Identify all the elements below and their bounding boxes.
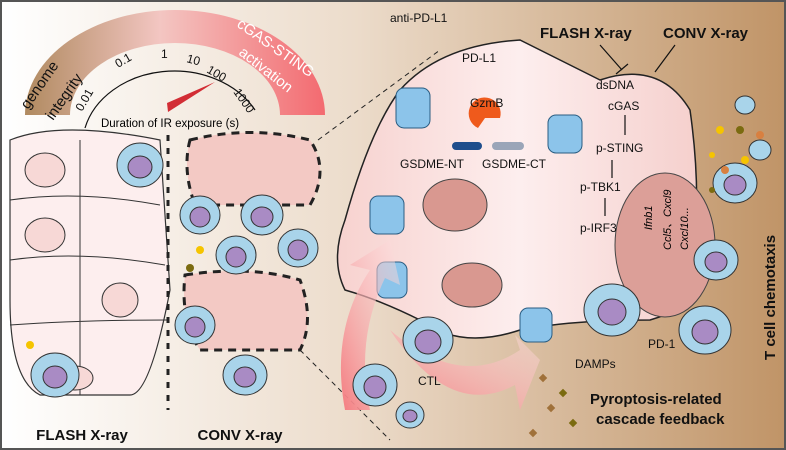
nucleus — [422, 178, 488, 232]
anti-pdl1-label: anti-PD-L1 — [390, 11, 448, 25]
gene-ccl5-cxcl9: Ccl5、Cxcl9 — [662, 189, 674, 250]
gsdme-nt-label: GSDME-NT — [400, 157, 465, 171]
gauge-tick: 1 — [161, 47, 168, 61]
feedback-arrow-icon — [390, 330, 540, 410]
feedback-label-1: Pyroptosis-related — [590, 391, 722, 408]
pathway-step-psting: p-STING — [596, 141, 643, 155]
pathway-step-cgas: cGAS — [608, 99, 639, 113]
gsdme-nt-icon — [452, 142, 482, 150]
damps-label: DAMPs — [575, 357, 616, 371]
damps-particles — [26, 126, 764, 438]
nucleus — [101, 282, 139, 318]
nucleus — [24, 152, 66, 188]
pathway-step-ptbk1: p-TBK1 — [580, 180, 621, 194]
feedback-label-2: cascade feedback — [596, 411, 725, 428]
feedback-arrow-icon — [340, 240, 400, 410]
pathway-step-pirf3: p-IRF3 — [580, 221, 617, 235]
conv-xray-label: CONV X-ray — [197, 427, 283, 444]
conv-tissue — [174, 131, 322, 396]
gene-cxcl10: Cxcl10... — [679, 207, 691, 250]
pathway-arrows — [599, 44, 676, 216]
nucleus — [24, 217, 66, 253]
pathway-step-dsdna: dsDNA — [596, 78, 634, 92]
gauge-arc — [25, 10, 325, 115]
gauge-axis-title: Duration of IR exposure (s) — [101, 118, 239, 130]
gene-ifnb1: Ifnb1 — [643, 206, 655, 230]
nucleus — [441, 262, 503, 308]
gsdme-ct-label: GSDME-CT — [482, 157, 547, 171]
pd1-label: PD-1 — [648, 337, 676, 351]
gauge-tick: 10 — [185, 51, 202, 68]
gzmb-label: GzmB — [470, 96, 503, 110]
flash-xray-label: FLASH X-ray — [36, 427, 128, 444]
pathway-flash-label: FLASH X-ray — [540, 25, 632, 42]
gsdme-ct-icon — [492, 142, 524, 150]
gauge-axis — [84, 70, 256, 129]
pathway-conv-label: CONV X-ray — [663, 25, 749, 42]
gauge-needle-icon — [167, 82, 215, 112]
flash-tissue — [9, 129, 171, 398]
gzmb-icon — [468, 97, 501, 128]
pdl1-label: PD-L1 — [462, 51, 496, 65]
t-cell-chemotaxis-label: T cell chemotaxis — [762, 235, 779, 360]
ctl-label: CTL — [418, 374, 441, 388]
